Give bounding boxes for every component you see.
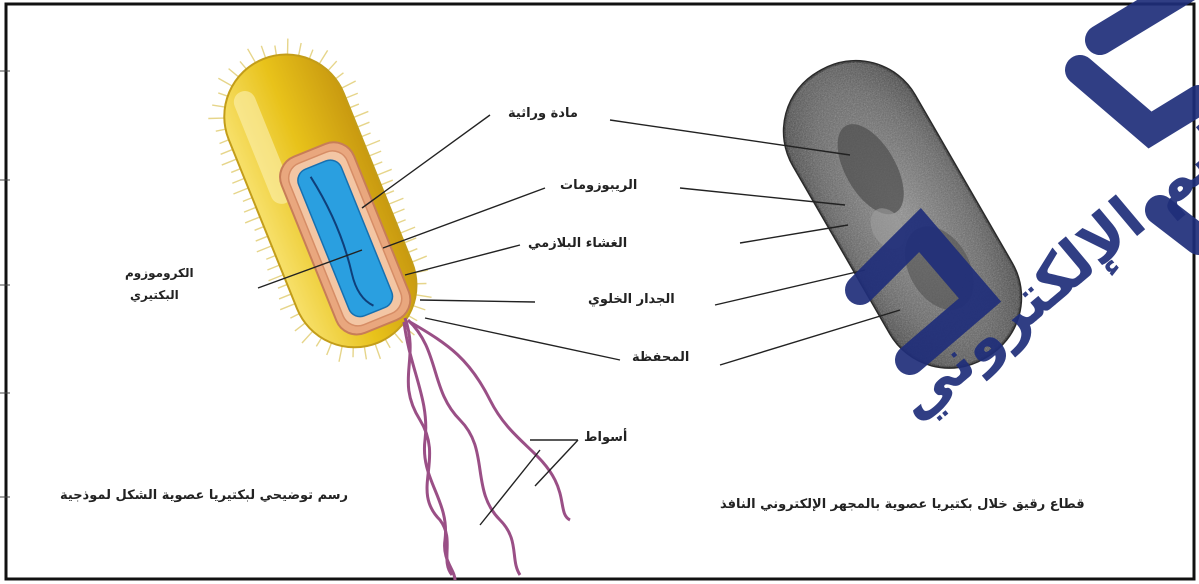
label-chromosome-line1: الكروموزوم: [125, 266, 194, 280]
pilus: [381, 180, 393, 185]
pilus: [408, 249, 417, 253]
pilus: [374, 344, 381, 359]
pilus: [245, 217, 260, 223]
pilus: [357, 122, 369, 127]
pilus: [341, 81, 356, 88]
label-ribosomes: الريبوزومات: [560, 178, 637, 193]
pilus: [413, 302, 425, 314]
pilus: [389, 198, 404, 204]
pilus: [256, 236, 268, 241]
pilus: [278, 284, 287, 288]
pilus: [231, 169, 240, 173]
label-cell-wall: الجدار الخلوي: [588, 292, 675, 307]
pilus: [212, 101, 225, 111]
pilus: [377, 169, 392, 175]
pilus: [323, 343, 335, 355]
pilus: [373, 162, 382, 166]
pilus: [279, 294, 291, 299]
pilus: [232, 178, 244, 183]
pilus: [412, 256, 427, 262]
pilus: [350, 104, 359, 108]
pilus: [257, 246, 272, 252]
pilus: [350, 347, 357, 357]
pilus: [299, 331, 315, 343]
pilus: [354, 111, 369, 117]
pilus: [290, 314, 300, 319]
pilus: [261, 46, 266, 58]
pilus: [218, 74, 232, 89]
label-chromosome-line2: البكتيري: [130, 288, 179, 302]
pilus: [267, 265, 279, 270]
pilus: [316, 50, 332, 64]
pilus: [243, 198, 252, 202]
pilus: [282, 39, 293, 55]
pilus: [280, 304, 295, 310]
label-cytoplasm: مادة وراثية: [508, 106, 578, 121]
pilus: [361, 133, 370, 137]
caption-drawing: رسم توضيحي لبكتيريا عصوية الشكل لموذجية: [60, 488, 348, 503]
pilus: [295, 43, 306, 56]
pilus: [222, 159, 237, 165]
pilus: [385, 339, 390, 349]
pilus: [334, 346, 347, 362]
pilus: [294, 323, 307, 331]
pilus: [244, 207, 256, 212]
pilus: [346, 93, 358, 98]
pilus: [255, 227, 264, 231]
label-plasma-membrane: الغشاء البلازمي: [528, 236, 627, 251]
pilus: [369, 151, 381, 156]
pilus: [248, 48, 256, 64]
pilus: [365, 140, 380, 146]
label-capsule: المحفظة: [632, 350, 689, 365]
pilus: [392, 209, 404, 214]
pilus: [400, 227, 415, 233]
pilus: [221, 149, 233, 154]
pilus: [233, 188, 248, 194]
flagella-shape: [404, 318, 570, 580]
pilus: [362, 347, 369, 360]
bacterium-drawing: [185, 16, 456, 387]
pilus: [273, 45, 279, 55]
label-flagella: أسواط: [584, 430, 627, 445]
pilus: [266, 255, 275, 259]
pilus: [208, 113, 224, 124]
caption-micrograph: قطاع رقيق خلال بكتيريا عصوية بالمجهر الإ…: [720, 497, 1085, 512]
pilus: [385, 191, 394, 195]
pilus: [396, 220, 405, 224]
pilus: [220, 140, 229, 144]
pilus: [216, 127, 226, 132]
pilus: [416, 280, 426, 287]
